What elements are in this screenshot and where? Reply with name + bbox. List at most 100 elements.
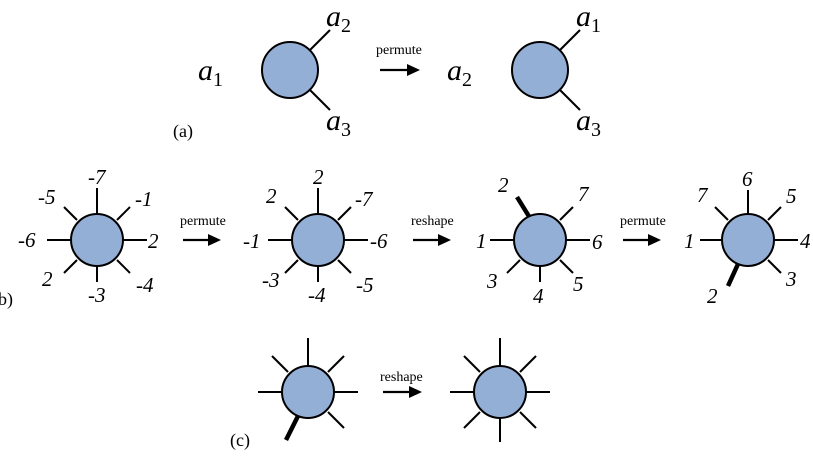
panel-b: -7 -1 2 -4 -3 2 -6 -5 permute 2 [0,165,811,310]
panel-c: reshape (c) [230,338,550,451]
panel-b-arrow-2: reshape [411,214,454,246]
label-right: 4 [800,229,811,253]
leg-bottom-left-thick [725,263,741,287]
label-top-right: -7 [355,187,374,211]
panel-a-left-tensor: a1 a2 a3 [198,0,351,141]
label-bottom: 4 [533,284,544,308]
arrow-label-permute: permute [620,214,666,229]
leg-top-right [558,29,581,52]
panel-c-arrow: reshape [380,370,423,398]
panel-c-left-tensor [258,338,358,442]
tensor-node [511,41,569,99]
tensor-node [291,213,345,267]
arrow-label-permute: permute [376,43,422,58]
leg-top-left [63,206,78,221]
panel-b-arrow-1: permute [180,214,226,246]
leg-bottom-left [63,259,78,274]
label-top: 2 [313,165,324,189]
leg-bottom-right [519,411,537,429]
label-bottom: -3 [88,283,106,307]
label-top-left: -5 [38,185,56,209]
leg-bottom-right [308,88,331,111]
panel-b-tensor-2: 2 -7 -6 -5 -4 -3 -1 2 [243,165,388,307]
label-a2: a2 [326,0,351,37]
label-top: 6 [742,167,753,191]
label-left: -1 [243,229,261,253]
arrow-label-reshape: reshape [380,370,423,385]
leg-top-left [463,355,481,373]
panel-label-c: (c) [230,430,250,451]
leg-top-left [714,206,729,221]
tensor-node [281,365,335,419]
label-bottom-right: 3 [785,267,797,291]
panel-b-tensor-3: 2 7 6 5 4 3 1 [476,173,603,308]
leg-top-right [519,355,537,373]
label-left: -6 [18,228,36,252]
label-top-right: -1 [135,187,153,211]
leg-top-right [327,355,345,373]
leg-bottom-right [327,411,345,429]
panel-a-right-tensor: a2 a1 a3 [447,0,601,141]
panel-a: a1 a2 a3 permute a2 a1 a3 (a) [173,0,601,142]
leg-top-right [767,206,782,221]
label-left: 1 [476,229,487,253]
label-bottom-right: -4 [136,273,154,297]
panel-b-tensor-4: 6 5 4 3 2 1 7 [684,167,811,308]
label-top: -7 [88,165,107,189]
leg-bottom-left [284,259,299,274]
label-bottom-left: 3 [486,269,498,293]
label-left: 1 [684,229,695,253]
leg-bottom-right [116,259,131,274]
arrow-head [648,234,661,246]
tensor-node [721,213,775,267]
panel-a-arrow: permute [376,43,422,76]
arrow-head [438,234,451,246]
tensor-node [513,213,567,267]
panel-label-b: (b) [0,289,13,310]
label-top-right: 5 [786,184,797,208]
leg-bottom-right [559,259,574,274]
label-bottom: a3 [576,104,601,141]
leg-bottom-left [506,259,521,274]
label-top-left: 2 [498,173,509,197]
label-bottom-left: -3 [262,268,280,292]
leg-bottom-left-thick [283,414,301,442]
label-left: a2 [447,54,472,91]
label-top: a1 [576,0,601,37]
panel-c-right-tensor [450,338,550,442]
arrow-head [208,234,221,246]
panel-b-tensor-1: -7 -1 2 -4 -3 2 -6 -5 [18,165,159,307]
label-bottom: -4 [308,283,326,307]
arrow-label-reshape: reshape [411,214,454,229]
arrow-head [409,386,422,398]
label-top-left: 7 [697,183,709,207]
tensor-node [261,41,319,99]
label-bottom-left: 2 [707,284,718,308]
label-a1: a1 [198,54,223,91]
leg-bottom-left [463,411,481,429]
label-bottom-left: 2 [42,267,53,291]
leg-top-right [308,29,331,52]
leg-bottom-right [337,259,352,274]
leg-top-left-thick [515,195,532,220]
panel-label-a: (a) [173,121,193,142]
leg-top-right [116,206,131,221]
leg-bottom-right [767,259,782,274]
label-bottom-right: 5 [573,272,584,296]
tensor-node [473,365,527,419]
leg-top-right [337,206,352,221]
arrow-label-permute: permute [180,214,226,229]
label-right: -6 [370,229,388,253]
leg-top-left [271,355,289,373]
label-top-left: 2 [266,184,277,208]
arrow-head [407,64,420,76]
tensor-node [70,213,124,267]
label-a3: a3 [326,104,351,141]
leg-bottom-right [558,88,581,111]
label-right: 2 [148,229,159,253]
panel-b-arrow-3: permute [620,214,666,246]
label-top-right: 7 [578,182,590,206]
label-right: 6 [592,230,603,254]
